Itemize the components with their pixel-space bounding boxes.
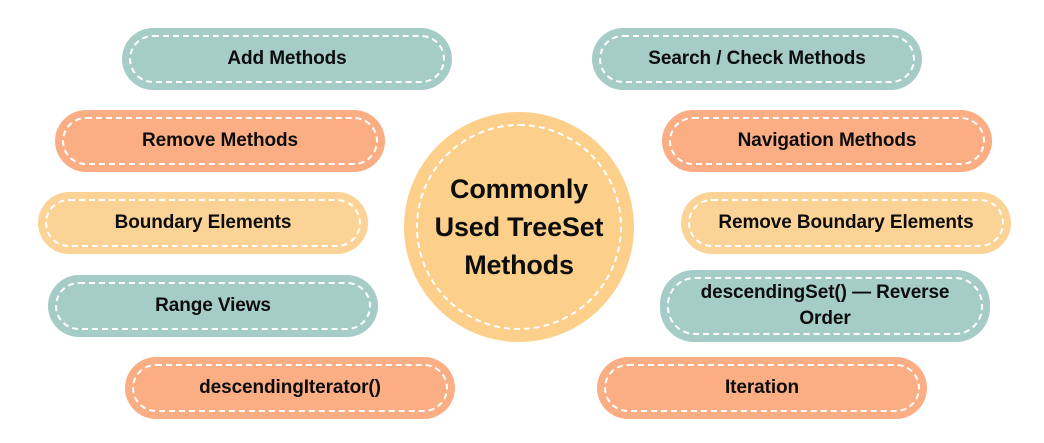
topic-pill-range-views[interactable]: Range Views bbox=[48, 275, 378, 337]
topic-pill-label: Search / Check Methods bbox=[648, 48, 866, 70]
topic-pill-descending-iterator[interactable]: descendingIterator() bbox=[125, 357, 455, 419]
topic-pill-label: Iteration bbox=[724, 377, 800, 399]
topic-pill-label: descendingSet() — Reverse Order bbox=[700, 282, 950, 329]
topic-pill-label: Add Methods bbox=[227, 48, 347, 70]
topic-pill-remove-methods[interactable]: Remove Methods bbox=[55, 110, 385, 172]
topic-pill-descending-set[interactable]: descendingSet() — Reverse Order bbox=[660, 270, 990, 342]
center-topic-circle: Commonly Used TreeSet Methods bbox=[404, 112, 634, 342]
topic-pill-navigation-methods[interactable]: Navigation Methods bbox=[662, 110, 992, 172]
topic-pill-search-check-methods[interactable]: Search / Check Methods bbox=[592, 28, 922, 90]
topic-pill-label: descendingIterator() bbox=[199, 377, 381, 399]
topic-pill-label: Range Views bbox=[155, 295, 271, 317]
topic-pill-add-methods[interactable]: Add Methods bbox=[122, 28, 452, 90]
topic-pill-label: Remove Boundary Elements bbox=[718, 212, 974, 234]
center-topic-label: Commonly Used TreeSet Methods bbox=[434, 173, 604, 281]
topic-pill-label: Boundary Elements bbox=[114, 212, 292, 234]
topic-pill-label: Navigation Methods bbox=[737, 130, 917, 152]
topic-pill-label: Remove Methods bbox=[142, 130, 298, 152]
topic-pill-boundary-elements[interactable]: Boundary Elements bbox=[38, 192, 368, 254]
topic-pill-iteration[interactable]: Iteration bbox=[597, 357, 927, 419]
topic-pill-remove-boundary-elements[interactable]: Remove Boundary Elements bbox=[681, 192, 1011, 254]
